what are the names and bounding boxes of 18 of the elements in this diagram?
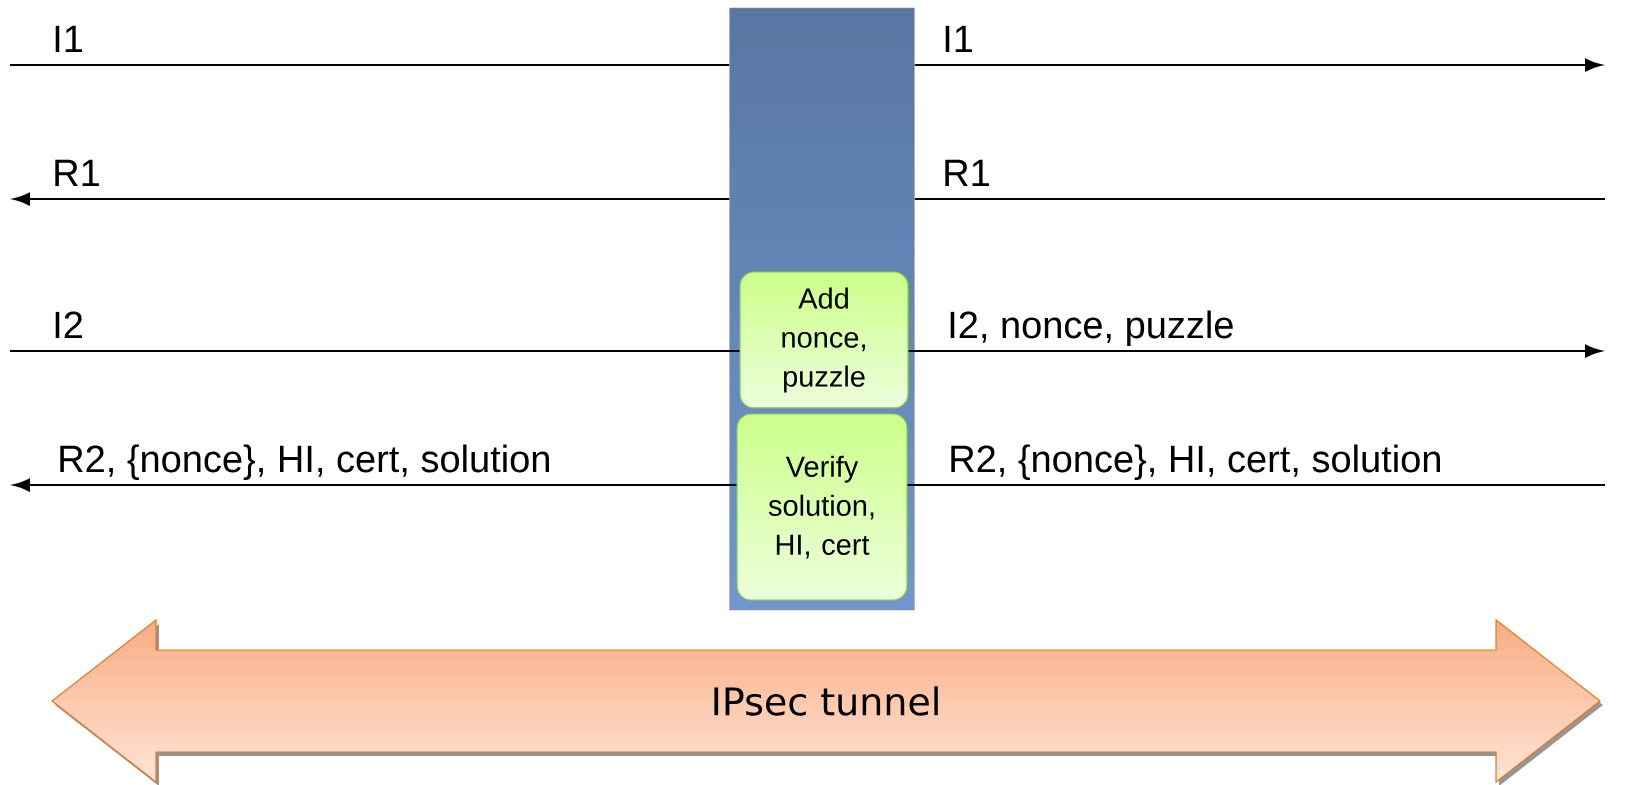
edge-label: I1: [55, 25, 83, 52]
line: [10, 63, 730, 67]
edge-label: R2, {nonce}, HI, cert, solution: [951, 444, 1440, 480]
line: [914, 197, 1605, 201]
edge-label: R1: [55, 159, 99, 186]
line: [907, 483, 1605, 487]
arrow: [13, 192, 730, 206]
edge-label: R1: [945, 159, 989, 186]
edge-label: I2: [55, 311, 82, 338]
arrow: [908, 344, 1602, 358]
edge-label: R2, {nonce}, HI, cert, solution: [60, 444, 549, 480]
arrow: [13, 478, 737, 492]
process-box: Verify solution, HI, cert: [736, 413, 908, 601]
line: [10, 349, 740, 353]
process-box: Add nonce, puzzle: [739, 271, 909, 409]
arrow: [914, 58, 1602, 72]
edge-label: I1: [945, 25, 973, 52]
edge-label: I2, nonce, puzzle: [950, 310, 1233, 346]
